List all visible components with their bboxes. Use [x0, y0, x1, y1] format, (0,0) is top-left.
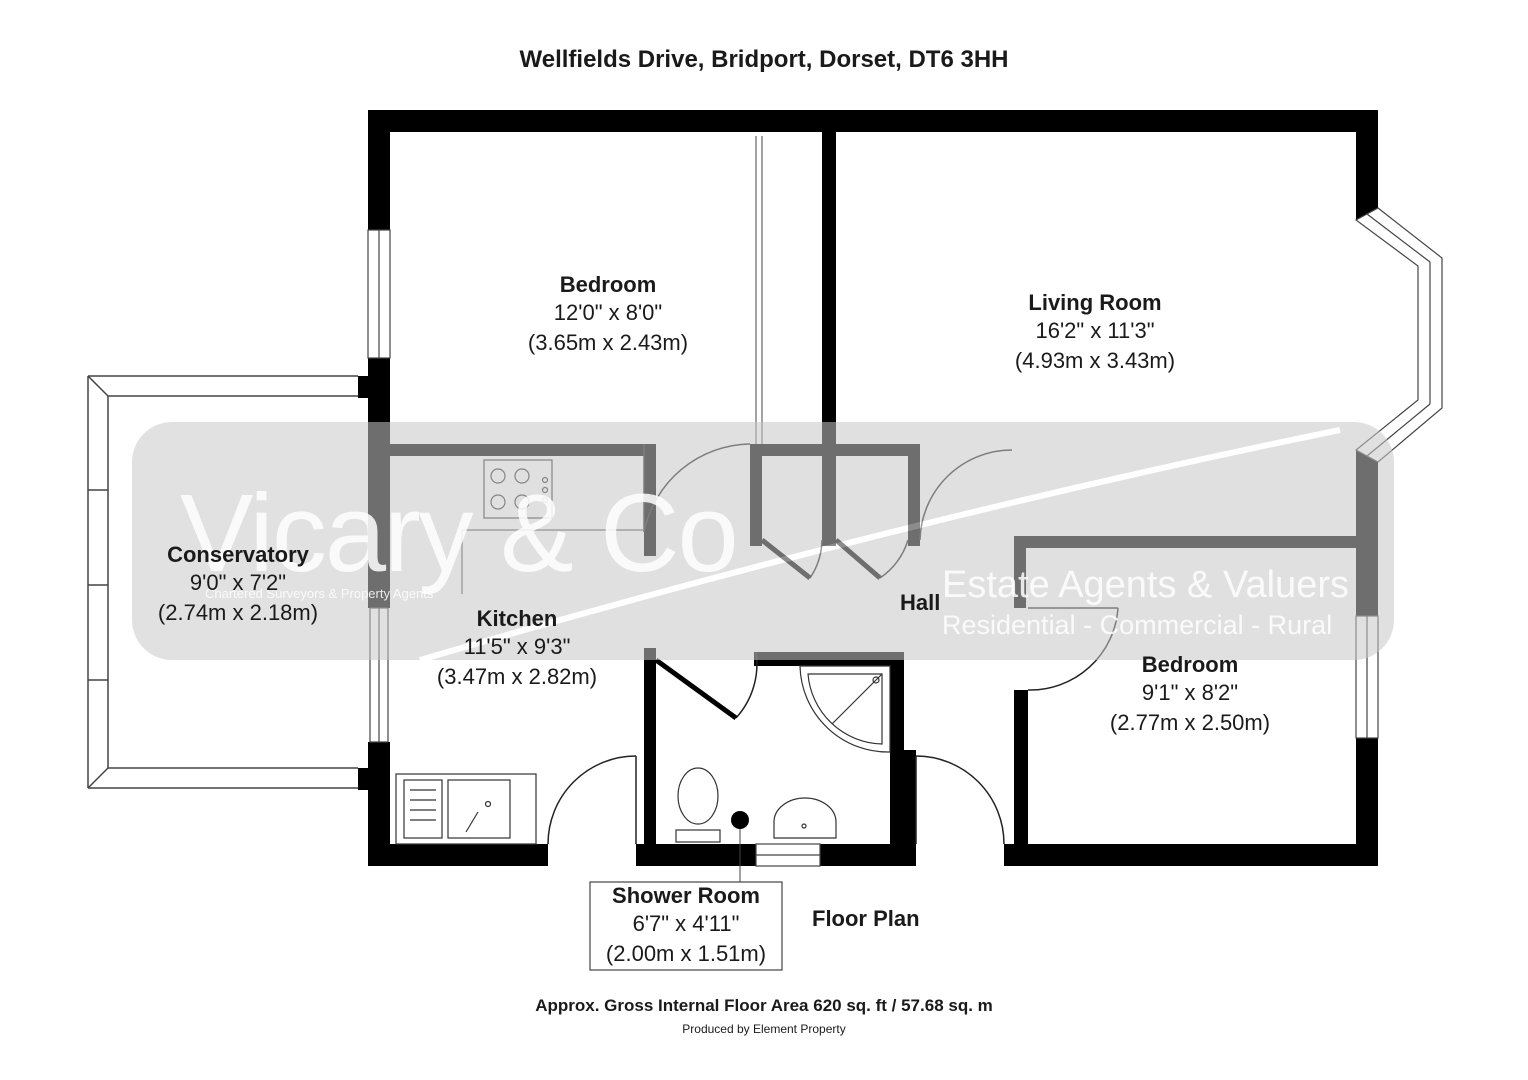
room-name: Shower Room — [612, 883, 760, 908]
room-imperial: 9'1" x 8'2" — [1141, 680, 1239, 705]
room-name: Bedroom — [559, 272, 657, 297]
room-name: Living Room — [1028, 290, 1162, 315]
room-bedroom-1: Bedroom 12'0" x 8'0" (3.65m x 2.43m) — [480, 272, 736, 358]
watermark-brand: Vicary & Co — [180, 472, 739, 595]
basin — [773, 797, 837, 839]
room-imperial: 9'0" x 7'2" — [189, 570, 287, 595]
room-kitchen: Kitchen 11'5" x 9'3" (3.47m x 2.82m) — [400, 606, 634, 692]
room-imperial: 6'7" x 4'11" — [632, 911, 740, 936]
room-imperial: 16'2" x 11'3" — [1035, 318, 1155, 343]
room-metric: (2.77m x 2.50m) — [1109, 710, 1271, 735]
plan-title: Wellfields Drive, Bridport, Dorset, DT6 … — [519, 46, 1009, 73]
room-name: Kitchen — [476, 606, 558, 631]
toilet — [675, 767, 721, 843]
watermark-band — [132, 422, 1394, 663]
room-metric: (3.47m x 2.82m) — [436, 664, 598, 689]
room-hall: Hall — [900, 590, 941, 615]
sink — [395, 773, 537, 845]
soil-pipe — [731, 811, 749, 829]
windows — [367, 136, 1443, 867]
room-metric: (4.93m x 3.43m) — [1014, 348, 1176, 373]
shower-label-box — [589, 881, 783, 971]
room-metric: (2.74m x 2.18m) — [157, 600, 319, 625]
room-shower: Shower Room 6'7" x 4'11" (2.00m x 1.51m) — [590, 883, 782, 969]
gross-area: Approx. Gross Internal Floor Area 620 sq… — [535, 996, 993, 1015]
room-bedroom-2: Bedroom 9'1" x 8'2" (2.77m x 2.50m) — [1070, 652, 1310, 738]
room-imperial: 11'5" x 9'3" — [463, 634, 571, 659]
watermark-line1: Estate Agents & Valuers — [942, 564, 1349, 606]
watermark-tagline: Chartered Surveyors & Property Agents — [205, 586, 434, 601]
room-metric: (2.00m x 1.51m) — [605, 941, 767, 966]
room-name: Conservatory — [167, 542, 309, 567]
room-conservatory: Conservatory 9'0" x 7'2" (2.74m x 2.18m) — [118, 542, 358, 628]
room-living: Living Room 16'2" x 11'3" (4.93m x 3.43m… — [965, 290, 1225, 376]
room-metric: (3.65m x 2.43m) — [527, 330, 689, 355]
room-imperial: 12'0" x 8'0" — [553, 300, 663, 325]
watermark-line2: Residential - Commercial - Rural — [942, 610, 1333, 640]
floor-label: Floor Plan — [812, 906, 920, 931]
conservatory-outline — [87, 375, 358, 789]
room-name: Bedroom — [1141, 652, 1239, 677]
credit: Produced by Element Property — [682, 1022, 846, 1036]
shower-tray — [799, 665, 891, 753]
